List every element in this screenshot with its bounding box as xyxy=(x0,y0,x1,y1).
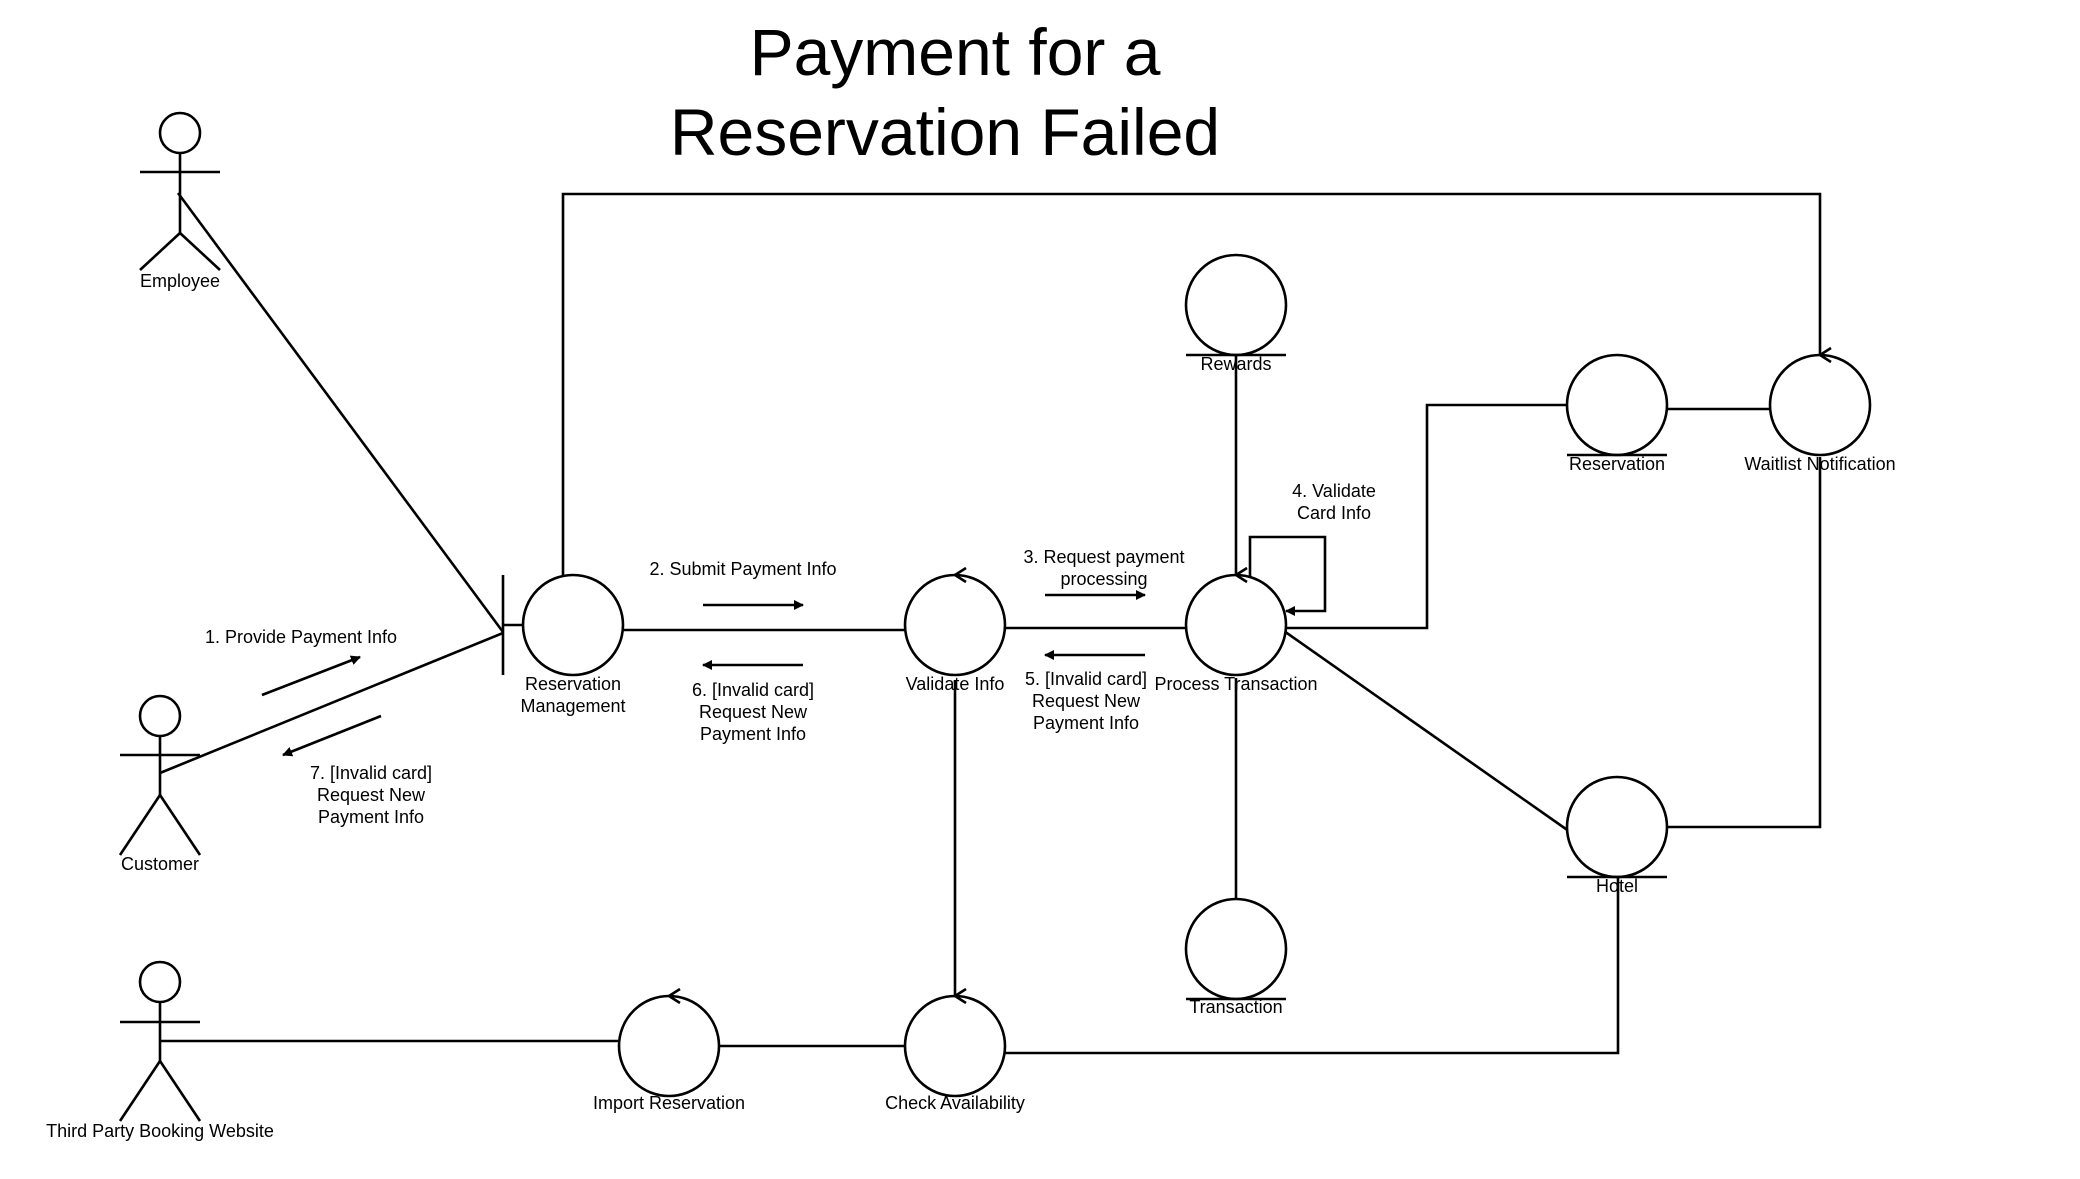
message-5-label-line-1: 5. [Invalid card] xyxy=(1025,669,1147,689)
message-2-label: 2. Submit Payment Info xyxy=(649,559,836,579)
self-loop-validate-card-info xyxy=(1248,535,1327,616)
actor-customer-label: Customer xyxy=(121,854,199,874)
connector-reservation-management-to-waitlist xyxy=(561,192,1822,577)
boundary-reservation-management-label-line-2: Management xyxy=(520,696,625,716)
message-5-label-line-3: Payment Info xyxy=(1033,713,1139,733)
actor-third-party-label: Third Party Booking Website xyxy=(46,1121,274,1141)
connector-process-transaction-to-reservation xyxy=(1286,403,1567,630)
connector-hotel-to-waitlist xyxy=(1667,457,1822,829)
message-4-label-line-2: Card Info xyxy=(1297,503,1371,523)
boundary-reservation-management-label-line-1: Reservation xyxy=(525,674,621,694)
actor-employee-label: Employee xyxy=(140,271,220,291)
diagram-title-line-2: Reservation Failed xyxy=(670,95,1220,169)
control-check-availability: Check Availability xyxy=(885,987,1025,1113)
entity-reservation-label: Reservation xyxy=(1569,454,1665,474)
connector-customer-to-reservation-management xyxy=(159,631,504,775)
actor-third-party-booking-website: Third Party Booking Website xyxy=(46,960,274,1141)
entity-hotel: Hotel xyxy=(1565,775,1669,896)
entity-transaction-label: Transaction xyxy=(1189,997,1282,1017)
message-6-label-line-3: Payment Info xyxy=(700,724,806,744)
control-waitlist-notification: Waitlist Notification xyxy=(1744,346,1896,474)
entity-reservation: Reservation xyxy=(1565,353,1669,474)
control-import-reservation-label: Import Reservation xyxy=(593,1093,745,1113)
control-validate-info: Validate Info xyxy=(903,566,1007,694)
arrow-message-7 xyxy=(282,714,382,757)
control-process-transaction: Process Transaction xyxy=(1154,566,1318,694)
control-validate-info-label: Validate Info xyxy=(906,674,1005,694)
connector-process-transaction-to-hotel xyxy=(1283,629,1574,836)
control-check-availability-label: Check Availability xyxy=(885,1093,1025,1113)
message-7-label-line-1: 7. [Invalid card] xyxy=(310,763,432,783)
message-3-label-line-2: processing xyxy=(1060,569,1147,589)
diagram-title-line-1: Payment for a xyxy=(750,15,1161,89)
connector-employee-to-reservation-management xyxy=(176,192,505,633)
entity-rewards-label: Rewards xyxy=(1200,354,1271,374)
boundary-reservation-management: Reservation Management xyxy=(501,573,626,716)
control-import-reservation: Import Reservation xyxy=(593,987,745,1113)
message-7-label-line-2: Request New xyxy=(317,785,426,805)
message-4-label-line-1: 4. Validate xyxy=(1292,481,1376,501)
message-arrows xyxy=(261,590,1146,757)
control-waitlist-notification-label: Waitlist Notification xyxy=(1744,454,1895,474)
message-6-label-line-2: Request New xyxy=(699,702,808,722)
entity-transaction: Transaction xyxy=(1184,897,1288,1017)
message-7-label-line-3: Payment Info xyxy=(318,807,424,827)
connections xyxy=(159,192,1822,1055)
arrow-message-1 xyxy=(261,655,361,697)
connector-check-availability-to-hotel xyxy=(1004,877,1620,1055)
message-5-label-line-2: Request New xyxy=(1032,691,1141,711)
actor-customer: Customer xyxy=(118,694,202,874)
entity-rewards: Rewards xyxy=(1184,253,1288,374)
message-3-label-line-1: 3. Request payment xyxy=(1023,547,1184,567)
actor-employee: Employee xyxy=(139,111,221,291)
entity-hotel-label: Hotel xyxy=(1596,876,1638,896)
message-6-label-line-1: 6. [Invalid card] xyxy=(692,680,814,700)
message-1-label: 1. Provide Payment Info xyxy=(205,627,397,647)
control-process-transaction-label: Process Transaction xyxy=(1154,674,1317,694)
